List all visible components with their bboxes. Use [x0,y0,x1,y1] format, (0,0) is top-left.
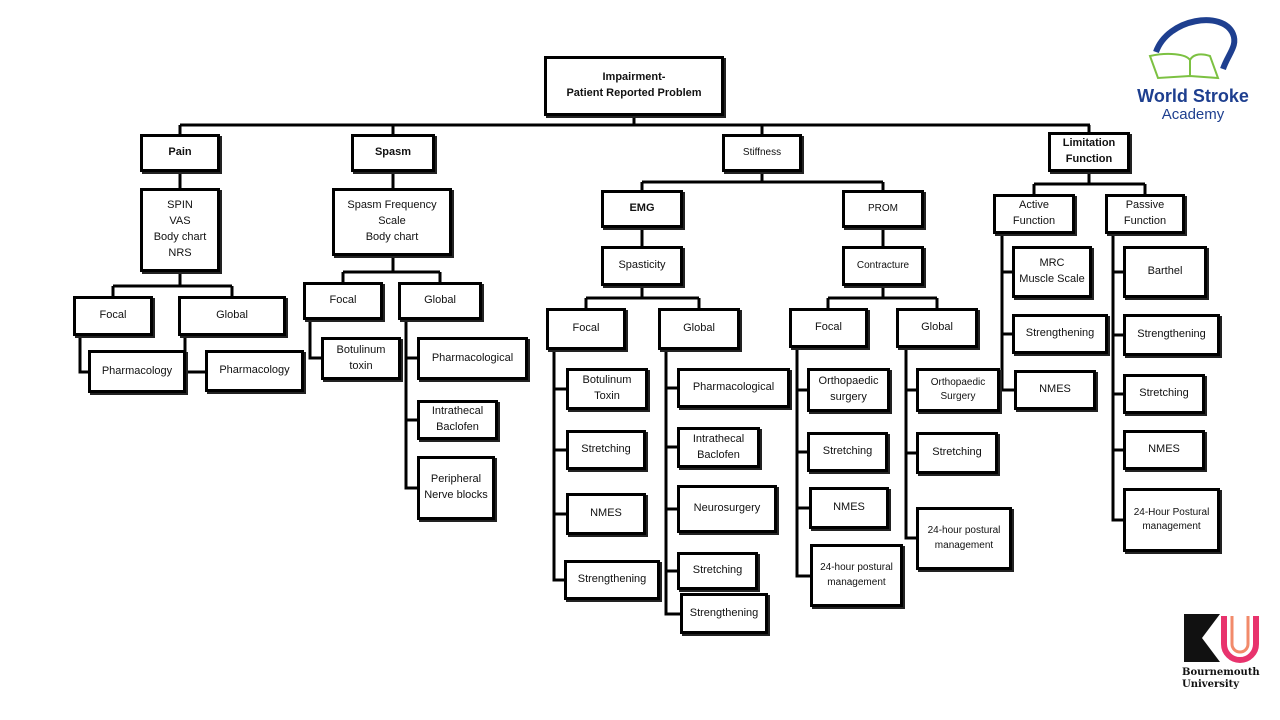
pain-box: Pain [140,134,220,172]
emg-global-item: Pharmacological [677,368,790,408]
world-stroke-academy-logo: World Stroke Academy [1128,14,1258,124]
prom-box: PROM [842,190,924,228]
root-impairment-box: Impairment- Patient Reported Problem [544,56,724,116]
emg-focal-item: Botulinum Toxin [566,368,648,410]
book-icon [1148,17,1238,80]
active-function-box: Active Function [993,194,1075,234]
spasm-global-item: Peripheral Nerve blocks [417,456,495,520]
wsa-line1: World Stroke [1137,86,1249,106]
emg-global-item: Intrathecal Baclofen [677,427,760,468]
prom-global-box: Global [896,308,978,348]
emg-focal-box: Focal [546,308,626,350]
emg-global-item: Strengthening [680,593,768,634]
emg-focal-item: Stretching [566,430,646,470]
bournemouth-university-logo: Bournemouth University [1180,610,1265,695]
bu-mark-icon [1184,614,1259,663]
passive-item: Barthel [1123,246,1207,298]
emg-focal-item: NMES [566,493,646,535]
prom-focal-box: Focal [789,308,868,348]
spasm-focal-box: Focal [303,282,383,320]
passive-item: Strengthening [1123,314,1220,356]
prom-focal-item: Orthopaedic surgery [807,368,890,412]
spasm-box: Spasm [351,134,435,172]
spasm-global-box: Global [398,282,482,320]
wsa-line2: Academy [1161,106,1225,123]
prom-focal-item: Stretching [807,432,888,472]
prom-global-item: 24-hour postural management [916,507,1012,570]
prom-global-item: Orthopaedic Surgery [916,368,1000,412]
prom-focal-item: 24-hour postural management [810,544,903,607]
bu-name: Bournemouth University [1182,667,1260,690]
active-item: MRC Muscle Scale [1012,246,1092,298]
emg-global-box: Global [658,308,740,350]
stiffness-box: Stiffness [722,134,802,172]
pain-focal-item: Pharmacology [88,350,186,393]
emg-focal-item: Strengthening [564,560,660,600]
pain-focal-box: Focal [73,296,153,336]
pain-measures-box: SPIN VAS Body chart NRS [140,188,220,272]
emg-box: EMG [601,190,683,228]
passive-function-box: Passive Function [1105,194,1185,234]
passive-item: 24-Hour Postural management [1123,488,1220,552]
passive-item: Stretching [1123,374,1205,414]
emg-global-item: Neurosurgery [677,485,777,533]
prom-global-item: Stretching [916,432,998,474]
limitation-function-box: Limitation Function [1048,132,1130,172]
active-item: Strengthening [1012,314,1108,354]
spasm-global-item: Intrathecal Baclofen [417,400,498,440]
spasm-focal-item: Botulinum toxin [321,337,401,380]
pain-global-box: Global [178,296,286,336]
spasm-measures-box: Spasm Frequency Scale Body chart [332,188,452,256]
spasticity-box: Spasticity [601,246,683,286]
spasm-global-item: Pharmacological [417,337,528,380]
contracture-box: Contracture [842,246,924,286]
prom-focal-item: NMES [809,487,889,529]
emg-global-item: Stretching [677,552,758,590]
passive-item: NMES [1123,430,1205,470]
active-item: NMES [1014,370,1096,410]
pain-global-item: Pharmacology [205,350,304,392]
